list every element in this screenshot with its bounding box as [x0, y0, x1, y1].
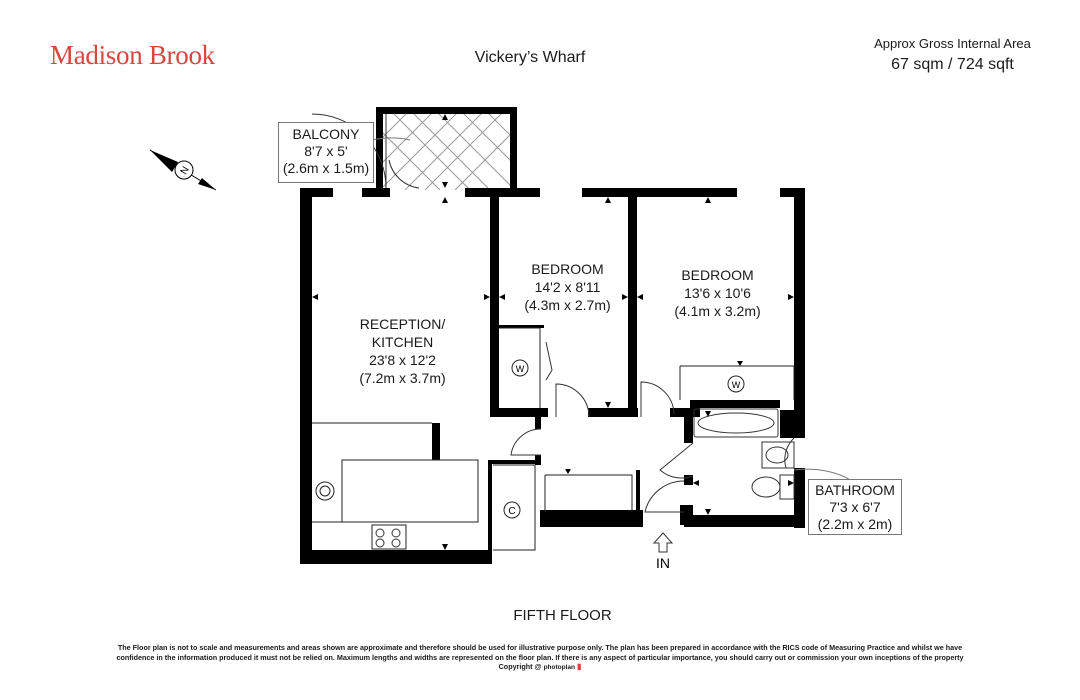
- property-name: Vickery’s Wharf: [474, 49, 586, 66]
- copyright-line: Copyright @ photoplan ▮: [80, 662, 1000, 673]
- dimension-markers: [312, 114, 794, 550]
- floor-label: FIFTH FLOOR: [513, 607, 612, 624]
- compass-icon: N: [149, 149, 217, 191]
- reception-name-2: KITCHEN: [371, 334, 434, 350]
- brand-logo: Madison Brook: [50, 40, 215, 70]
- entrance-label: IN: [656, 555, 670, 571]
- basin-icon: [761, 441, 795, 469]
- fixtures: [315, 359, 745, 519]
- wardrobe-symbol-1: W: [516, 364, 525, 374]
- bedroom2-metric: (4.1m x 3.2m): [674, 303, 761, 319]
- bedroom1-imperial: 14'2 x 8'11: [534, 279, 601, 295]
- toilet-icon: [751, 474, 795, 500]
- hob-icon: [375, 528, 401, 548]
- kitchen-units: [312, 327, 795, 551]
- reception-imperial: 23'8 x 12'2: [369, 352, 436, 368]
- bathroom-imperial: 7'3 x 6'7: [829, 499, 881, 515]
- bath-icon: [693, 408, 779, 438]
- walls: [300, 107, 805, 564]
- compass-north-label: N: [179, 165, 192, 177]
- photoplan-logo-icon: ▮: [576, 662, 582, 671]
- room-label-reception: RECEPTION/ KITCHEN 23'8 x 12'2 (7.2m x 3…: [340, 315, 465, 387]
- disclaimer: The Floor plan is not to scale and measu…: [80, 643, 1000, 673]
- balcony-name: BALCONY: [292, 126, 360, 142]
- reception-name-1: RECEPTION/: [359, 316, 446, 332]
- balcony-metric: (2.6m x 1.5m): [282, 160, 370, 176]
- wardrobe-symbol-2: W: [732, 380, 741, 390]
- disclaimer-line-2: confidence in the information produced i…: [116, 652, 964, 662]
- entrance-arrow-icon: [652, 532, 674, 553]
- area-value: 67 sqm / 724 sqft: [891, 56, 1014, 73]
- bathroom-name: BATHROOM: [815, 482, 895, 498]
- bathroom-leader: [793, 468, 853, 482]
- balcony-imperial: 8'7 x 5': [304, 143, 348, 159]
- bedroom2-name: BEDROOM: [681, 267, 754, 283]
- room-label-balcony: BALCONY 8'7 x 5' (2.6m x 1.5m): [278, 122, 374, 183]
- bathroom-metric: (2.2m x 2m): [817, 516, 893, 532]
- disclaimer-line-1: The Floor plan is not to scale and measu…: [117, 643, 963, 652]
- balcony-leader: [371, 137, 411, 141]
- room-label-bathroom: BATHROOM 7'3 x 6'7 (2.2m x 2m): [808, 479, 902, 535]
- bedroom1-name: BEDROOM: [531, 261, 604, 277]
- reception-metric: (7.2m x 3.7m): [359, 370, 446, 386]
- copyright-text: Copyright @: [498, 662, 542, 671]
- bedroom1-metric: (4.3m x 2.7m): [524, 297, 611, 313]
- room-label-bedroom2: BEDROOM 13'6 x 10'6 (4.1m x 3.2m): [655, 266, 780, 320]
- cupboard-symbol: C: [508, 506, 515, 517]
- balcony-deck: [381, 112, 512, 190]
- room-label-bedroom1: BEDROOM 14'2 x 8'11 (4.3m x 2.7m): [505, 260, 630, 314]
- photoplan-credit: photoplan: [543, 664, 575, 671]
- area-label: Approx Gross Internal Area: [874, 36, 1031, 51]
- bedroom2-imperial: 13'6 x 10'6: [684, 285, 751, 301]
